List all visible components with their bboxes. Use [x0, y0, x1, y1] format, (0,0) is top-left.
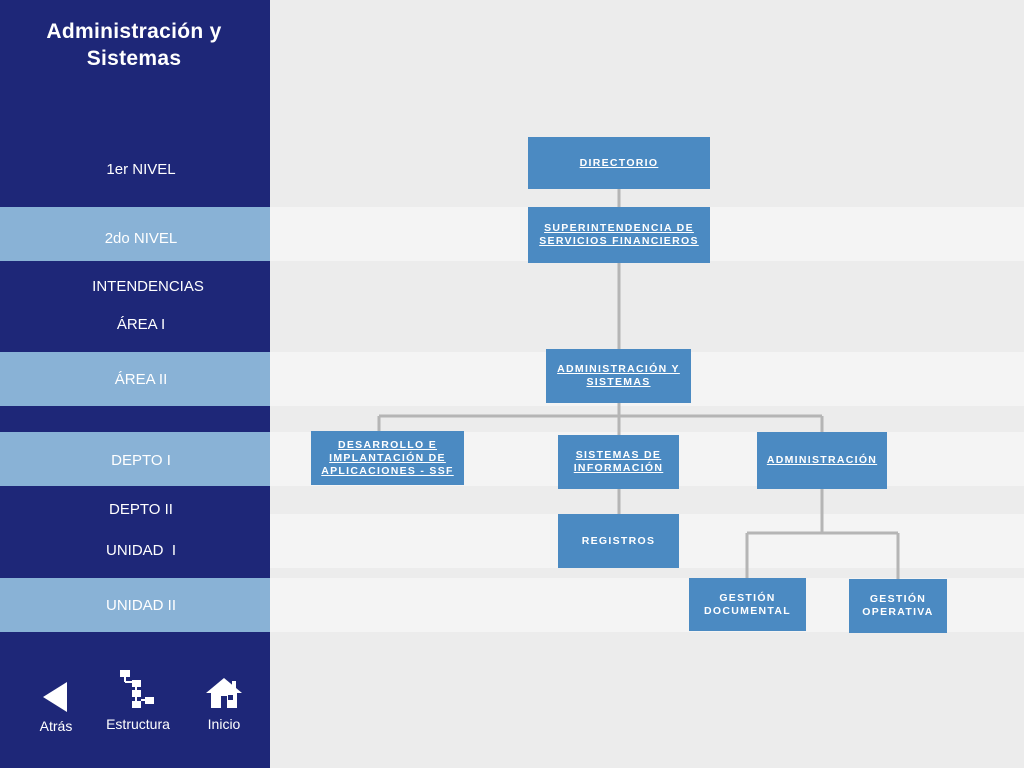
sidebar-band-unidad-ii	[0, 578, 270, 632]
level-1er-nivel: 1er NIVEL	[106, 161, 176, 178]
home-icon	[206, 678, 242, 708]
org-box-sistemas-informacion[interactable]: SISTEMAS DE INFORMACIÓN	[558, 435, 679, 489]
level-area-i: ÁREA I	[116, 316, 166, 333]
sidebar-band-depto-i	[0, 432, 270, 486]
level-unidad-ii: UNIDAD II	[105, 597, 176, 614]
org-box-superintendencia[interactable]: SUPERINTENDENCIA DE SERVICIOS FINANCIERO…	[528, 207, 710, 263]
org-box-directorio[interactable]: DIRECTORIO	[528, 137, 710, 189]
level-depto-ii: DEPTO II	[109, 501, 173, 518]
level-depto-i: DEPTO I	[111, 452, 171, 469]
org-box-gestion-operativa: GESTIÓN OPERATIVA	[849, 579, 947, 633]
sidebar-band-area-ii	[0, 352, 270, 406]
org-structure-icon	[120, 670, 154, 708]
home-button[interactable]: Inicio	[198, 676, 250, 732]
back-label: Atrás	[39, 718, 73, 734]
org-box-administracion[interactable]: ADMINISTRACIÓN	[757, 432, 887, 489]
level-intendencias: INTENDENCIAS	[92, 278, 204, 295]
org-box-administracion-sistemas[interactable]: ADMINISTRACIÓN Y SISTEMAS	[546, 349, 691, 403]
level-area-ii: ÁREA II	[114, 371, 168, 388]
structure-button[interactable]: Estructura	[98, 668, 178, 732]
back-arrow-icon	[43, 682, 67, 712]
level-unidad-i: UNIDAD I	[105, 542, 176, 559]
home-label: Inicio	[207, 716, 241, 732]
level-2do-nivel: 2do NIVEL	[104, 230, 178, 247]
back-button[interactable]: Atrás	[30, 680, 82, 734]
structure-label: Estructura	[106, 716, 170, 732]
sidebar: Administración y Sistemas 1er NIVEL 2do …	[0, 0, 270, 768]
org-box-gestion-documental: GESTIÓN DOCUMENTAL	[689, 578, 806, 631]
org-box-registros: REGISTROS	[558, 514, 679, 568]
sidebar-band-2do-nivel	[0, 207, 270, 261]
page-title: Administración y Sistemas	[46, 20, 222, 70]
org-box-desarrollo-implantacion[interactable]: DESARROLLO E IMPLANTACIÓN DE APLICACIONE…	[311, 431, 464, 485]
